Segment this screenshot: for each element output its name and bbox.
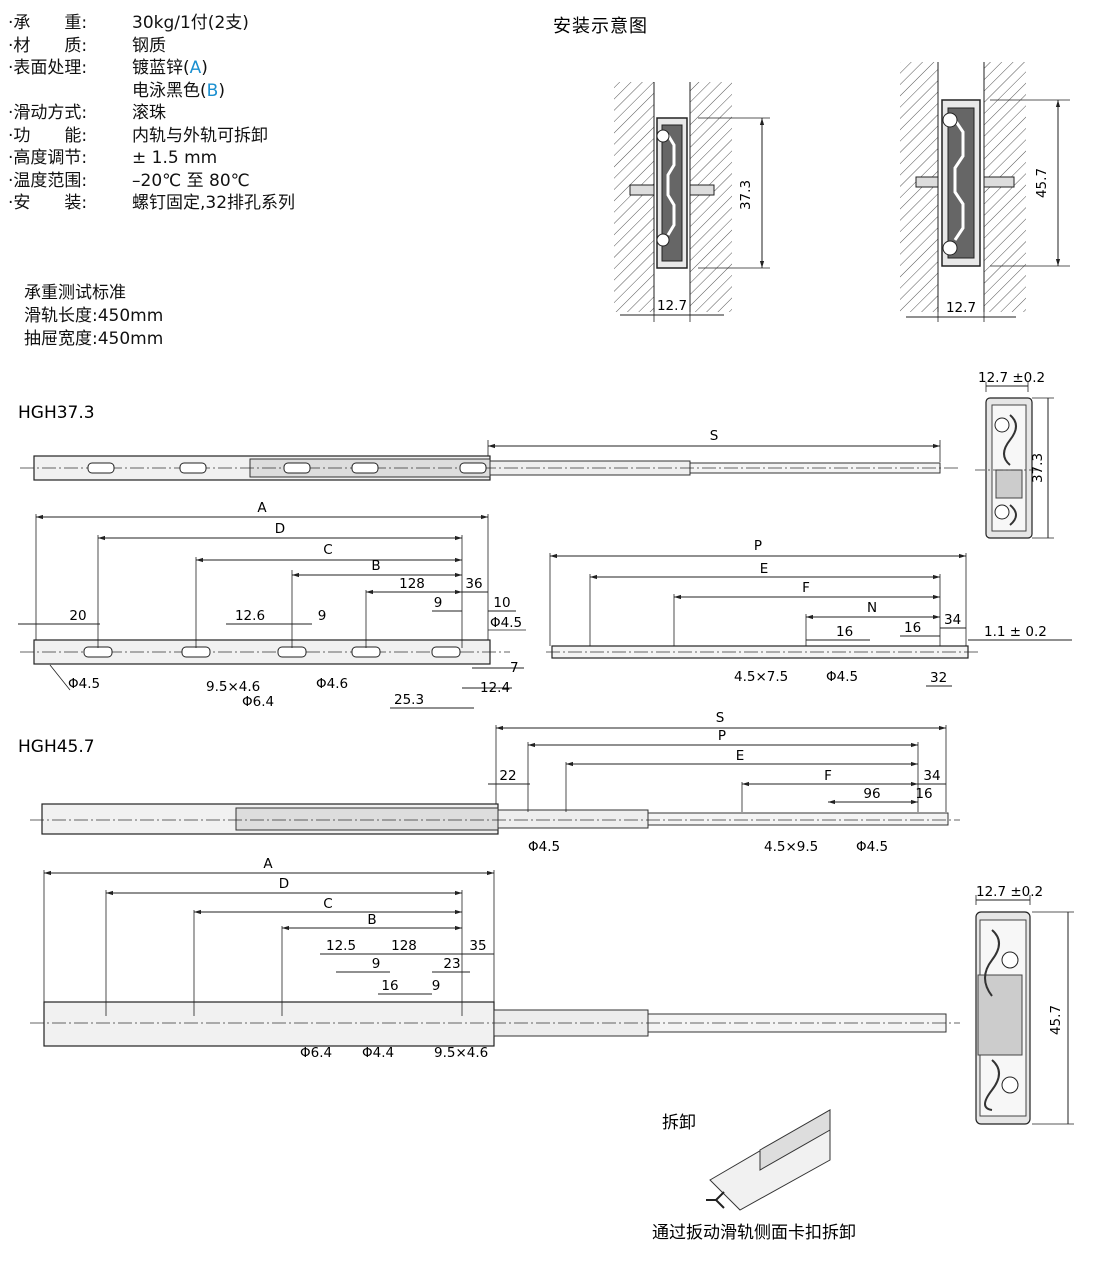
disassembly-caption: 通过扳动滑轨侧面卡扣拆卸 [652, 1223, 856, 1243]
cabinet-wall-hatch [614, 82, 654, 312]
spec-temp: ·温度范围:–20℃ 至 80℃ [8, 170, 250, 191]
rail-457-outer: A D C B 12.5 128 35 9 23 16 9 Φ6.4 Φ4.4 … [30, 856, 960, 1061]
rail-373-outer: A D C B 128 36 9 10 Φ4.5 20 12.6 9 Φ4.5 … [18, 500, 526, 710]
dim-373-16b: 16 [904, 620, 921, 636]
dim-457-C: C [323, 896, 332, 912]
section-373-width: 12.7 ±0.2 [978, 370, 1045, 386]
spec-function: ·功 能:内轨与外轨可拆卸 [8, 125, 268, 146]
dim-457-A: A [263, 856, 273, 872]
dim-373-128: 128 [399, 576, 425, 592]
spec-install: ·安 装:螺钉固定,32排孔系列 [8, 193, 296, 213]
section-457-width: 12.7 ±0.2 [976, 884, 1043, 900]
dim-457-E: E [736, 748, 745, 764]
rail-373-assembled: S [20, 428, 960, 481]
standard-rail-length: 滑轨长度:450mm [24, 306, 164, 326]
dim-457-16-top: 16 [915, 786, 932, 802]
dim-457-125: 12.5 [326, 938, 356, 954]
install-left-height: 37.3 [738, 180, 754, 210]
dim-373-10: 10 [493, 595, 510, 611]
install-right-457: 45.7 12.7 [900, 62, 1070, 322]
model-hgh373: HGH37.3 [18, 403, 95, 423]
dim-373-34: 34 [944, 612, 961, 628]
install-diagram-title: 安装示意图 [553, 16, 648, 37]
drawer-wall-hatch [690, 82, 732, 312]
spec-list: ·承 重:30kg/1付(2支) ·材 质:钢质 ·表面处理:镀蓝锌(A) 电泳… [8, 12, 295, 215]
spec-height: ·高度调节:± 1.5 mm [8, 148, 218, 168]
dim-457-D: D [279, 876, 289, 892]
install-left-width: 12.7 [657, 298, 687, 314]
dim-373-inner-slot: 4.5×7.5 [734, 669, 788, 685]
dim-373-16a: 16 [836, 624, 853, 640]
dim-373-7: 7 [510, 660, 519, 676]
dim-457-phi44: Φ4.4 [362, 1045, 394, 1061]
dim-373-S: S [710, 428, 719, 444]
spec-surface: ·表面处理:镀蓝锌(A) [8, 58, 208, 78]
dim-457-phi45a: Φ4.5 [528, 839, 560, 855]
dim-457-top-slot: 4.5×9.5 [764, 839, 818, 855]
dim-373-32: 32 [930, 670, 947, 686]
dim-373-36: 36 [465, 576, 482, 592]
dim-373-N: N [867, 600, 877, 616]
rail-373-inner: P E F N 34 16 16 1.1 ± 0.2 4.5×7.5 Φ4.5 … [546, 538, 1072, 687]
dim-457-128: 128 [391, 938, 417, 954]
standard-drawer-width: 抽屉宽度:450mm [24, 329, 164, 349]
dim-373-inner-phi45: Φ4.5 [826, 669, 858, 685]
dim-457-22: 22 [499, 768, 516, 784]
model-hgh457: HGH45.7 [18, 737, 95, 757]
dim-373-slot: 9.5×4.6 [206, 679, 260, 695]
dim-457-9b: 9 [432, 978, 441, 994]
section-373: 12.7 ±0.2 37.3 [975, 370, 1054, 539]
spec-surface-b: 电泳黑色(B) [132, 80, 225, 101]
dim-373-phi64: Φ6.4 [242, 694, 274, 710]
dim-457-phi45b: Φ4.5 [856, 839, 888, 855]
spec-material: ·材 质:钢质 [8, 35, 166, 56]
spec-load: ·承 重:30kg/1付(2支) [8, 13, 249, 33]
dim-457-phi64: Φ6.4 [300, 1045, 332, 1061]
rail-457-assembled: S P E F 22 34 96 16 Φ4.5 4.5×9.5 Φ4.5 [30, 710, 960, 855]
dim-373-phi45-left: Φ4.5 [68, 676, 100, 692]
dim-373-phi45-right: Φ4.5 [490, 615, 522, 631]
dim-373-P: P [754, 538, 762, 554]
dim-373-253: 25.3 [394, 692, 424, 708]
dim-373-A: A [257, 500, 267, 516]
dim-373-F: F [802, 580, 810, 596]
dim-373-124: 12.4 [480, 680, 510, 696]
section-373-height: 37.3 [1030, 453, 1046, 483]
dim-373-phi46: Φ4.6 [316, 676, 348, 692]
disassembly-title: 拆卸 [662, 1113, 696, 1133]
dim-373-D: D [275, 521, 285, 537]
dim-457-16: 16 [381, 978, 398, 994]
dim-373-C: C [323, 542, 332, 558]
dim-457-34: 34 [923, 768, 940, 784]
disassembly-figure: 拆卸 通过扳动滑轨侧面卡扣拆卸 [652, 1109, 856, 1243]
dim-457-slot: 9.5×4.6 [434, 1045, 488, 1061]
dim-457-9a: 9 [372, 956, 381, 972]
dim-373-20: 20 [69, 608, 86, 624]
standard-title: 承重测试标准 [24, 283, 126, 303]
dim-373-E: E [760, 561, 769, 577]
dim-373-126: 12.6 [235, 608, 265, 624]
dim-457-35: 35 [469, 938, 486, 954]
dim-457-96: 96 [863, 786, 880, 802]
dim-457-P: P [718, 728, 726, 744]
install-right-width: 12.7 [946, 300, 976, 316]
load-test-standard: 承重测试标准 滑轨长度:450mm 抽屉宽度:450mm [24, 282, 163, 351]
dim-373-9a: 9 [318, 608, 327, 624]
section-457-height: 45.7 [1048, 1005, 1064, 1035]
dim-457-S: S [716, 710, 725, 726]
spec-slide: ·滑动方式:滚珠 [8, 103, 166, 123]
dim-373-9b: 9 [434, 595, 443, 611]
install-right-height: 45.7 [1034, 168, 1050, 198]
install-left-373: 37.3 12.7 [614, 82, 770, 322]
dim-457-F: F [824, 768, 832, 784]
dim-373-B: B [371, 558, 380, 574]
dim-457-23: 23 [443, 956, 460, 972]
section-457: 12.7 ±0.2 45.7 [975, 884, 1074, 1125]
dim-457-B: B [367, 912, 376, 928]
dim-373-11: 1.1 ± 0.2 [984, 624, 1047, 640]
